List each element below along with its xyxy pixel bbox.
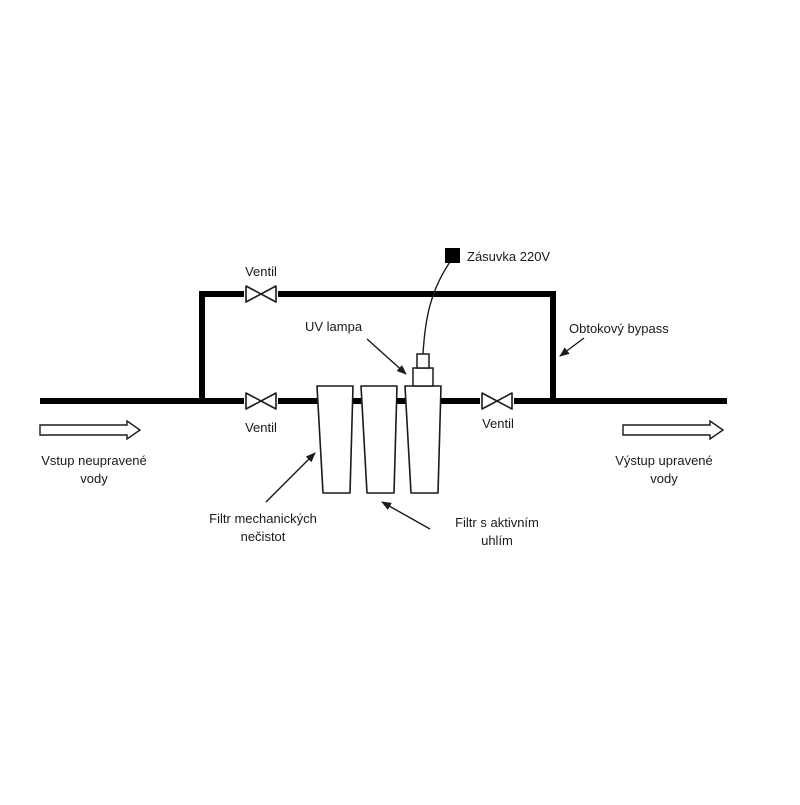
bypass-label: Obtokový bypass	[569, 321, 669, 336]
valve-bottom-right-label: Ventil	[482, 416, 514, 431]
mechanical-filter-housing	[316, 385, 354, 494]
inlet-flow-arrow	[39, 419, 142, 441]
carbon-filter-housing	[360, 385, 398, 494]
carbon-filter-pointer-arrow	[381, 501, 431, 530]
inlet-label-line1: Vstup neupravené	[41, 453, 147, 468]
carbon-filter-label-line1: Filtr s aktivním	[455, 515, 539, 530]
uv-lamp-pointer-arrow	[366, 338, 407, 375]
bypass-pipe	[199, 291, 556, 401]
valve-top-label: Ventil	[245, 264, 277, 279]
carbon-filter-label-line2: uhlím	[481, 533, 513, 548]
uv-lamp-label: UV lampa	[305, 319, 363, 334]
valve-bottom-left-label: Ventil	[245, 420, 277, 435]
outlet-label-line2: vody	[650, 471, 678, 486]
inlet-label-line2: vody	[80, 471, 108, 486]
socket-label: Zásuvka 220V	[467, 249, 550, 264]
mech-filter-label-line2: nečistot	[241, 529, 286, 544]
bypass-pointer-arrow	[559, 337, 585, 357]
socket-icon	[445, 248, 460, 263]
valve-bottom-right	[480, 392, 514, 410]
mech-filter-pointer-arrow	[265, 452, 316, 503]
outlet-flow-arrow	[622, 419, 725, 441]
uv-lamp-base	[412, 367, 434, 387]
uv-lamp-tip	[416, 353, 430, 369]
uv-filter-housing	[404, 385, 442, 494]
mech-filter-label-line1: Filtr mechanických	[209, 511, 317, 526]
power-cable	[422, 258, 453, 355]
valve-top	[244, 285, 278, 303]
valve-bottom-left	[244, 392, 278, 410]
outlet-label-line1: Výstup upravené	[615, 453, 713, 468]
